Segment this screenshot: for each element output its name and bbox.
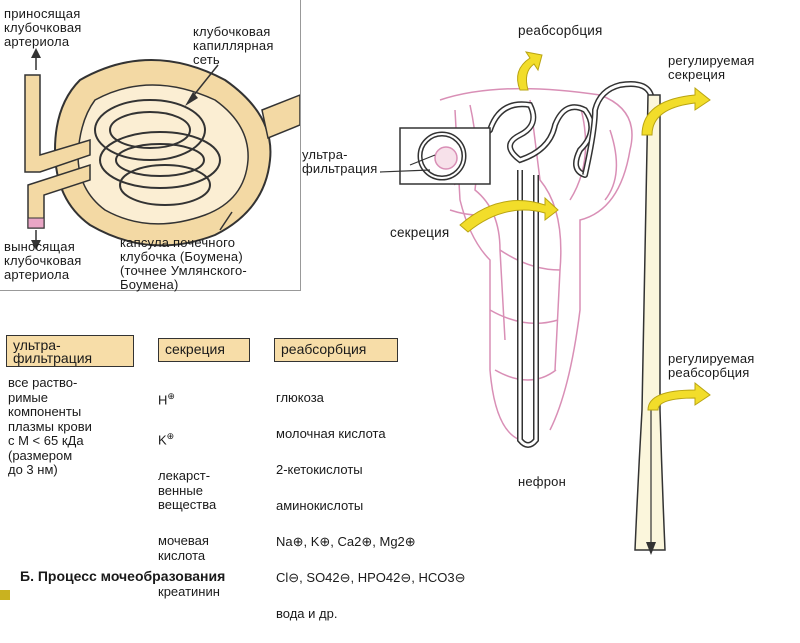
- list-item: 2-кетокислоты: [276, 461, 363, 477]
- flow-arrows: [459, 51, 711, 411]
- nephron-label: нефрон: [518, 474, 566, 489]
- efferent-arteriole-label: выносящая клубочковая артериола: [4, 239, 82, 282]
- list-item: Na⊕, K⊕, Ca2⊕, Mg2⊕: [276, 533, 416, 549]
- glomerulus-drawing: [24, 48, 300, 250]
- afferent-arteriole: [24, 74, 91, 173]
- figure-caption: Б. Процесс мочеобразования: [20, 568, 226, 584]
- reabsorption-list: глюкоза молочная кислота 2-кетокислоты а…: [276, 376, 516, 643]
- list-item: H⊕: [158, 390, 175, 407]
- header-reabsorption: реабсорбция: [274, 338, 398, 362]
- list-item: глюкоза: [276, 389, 324, 405]
- regulated-secretion-label: регулируемая секреция: [668, 53, 755, 82]
- list-item: аминокислоты: [276, 497, 364, 513]
- capsule-cavity: [77, 84, 249, 225]
- ultrafiltration-label: ультра- фильтрация: [302, 147, 378, 176]
- header-ultrafiltration: ультра- фильтрация: [6, 335, 134, 367]
- glomerulus-figure: [0, 0, 301, 291]
- list-item: креатинин: [158, 583, 220, 599]
- collecting-duct: [634, 94, 666, 551]
- afferent-arteriole-label: приносящая клубочковая артериола: [4, 6, 82, 49]
- list-item: вода и др.: [276, 605, 338, 621]
- loop-of-henle: [517, 170, 539, 448]
- secretion-label: секреция: [390, 225, 450, 240]
- corner-marker: [0, 590, 10, 600]
- secretion-list: H⊕ K⊕ лекарст- венные вещества мочевая к…: [158, 374, 268, 621]
- header-secretion: секреция: [158, 338, 250, 362]
- capsule-label: капсула почечного клубочка (Боумена) (то…: [120, 235, 247, 292]
- list-item: K⊕: [158, 430, 175, 448]
- list-item: Cl⊖, SO42⊖, HPO42⊖, HCO3⊖: [276, 569, 466, 585]
- list-item: лекарст- венные вещества: [158, 468, 217, 513]
- ultrafiltration-list: все раство- римые компоненты плазмы кров…: [8, 375, 92, 477]
- list-item: мочевая кислота: [158, 533, 209, 563]
- reabsorption-label: реабсорбция: [518, 23, 603, 38]
- regulated-reabsorption-label: регулируемая реабсорбция: [668, 351, 755, 380]
- capillary-net-label: клубочковая капиллярная сеть: [193, 24, 274, 67]
- nephron-drawing: [380, 51, 711, 555]
- list-item: молочная кислота: [276, 425, 386, 441]
- capillary-loops: [94, 99, 221, 206]
